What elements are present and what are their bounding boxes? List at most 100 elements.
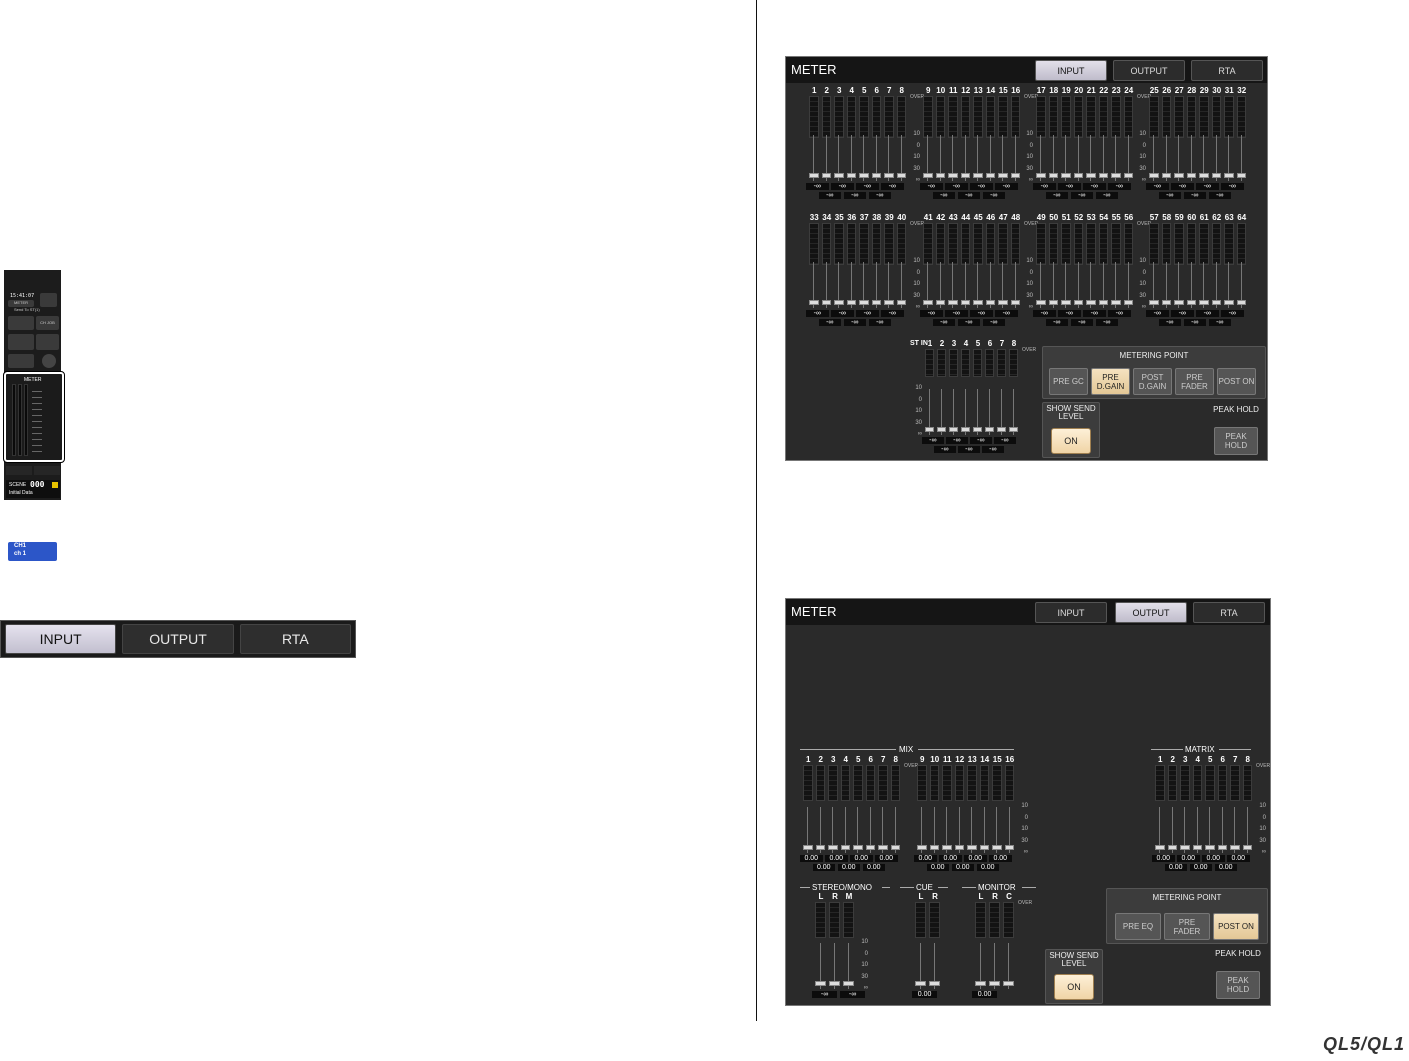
tab-rta[interactable]: RTA [1191,60,1263,81]
fader-knob[interactable] [846,300,856,305]
fader-knob[interactable] [997,427,1006,432]
fader-knob[interactable] [878,845,888,850]
fader-knob[interactable] [915,981,926,986]
fader-knob[interactable] [992,845,1002,850]
fader-knob[interactable] [1161,173,1171,178]
fader-knob[interactable] [1199,173,1209,178]
fader-knob[interactable] [846,173,856,178]
fader-knob[interactable] [821,300,831,305]
fader-knob[interactable] [960,173,970,178]
sends-on-fader-button[interactable] [8,316,34,330]
fader-knob[interactable] [1073,173,1083,178]
fader-knob[interactable] [843,981,854,986]
fader-knob[interactable] [1155,845,1165,850]
fader-knob[interactable] [929,845,939,850]
fader-knob[interactable] [840,845,850,850]
fader-knob[interactable] [1217,845,1227,850]
library-button[interactable] [8,334,34,350]
pre-gc-button[interactable]: PRE GC [1049,368,1088,395]
fader-knob[interactable] [960,300,970,305]
fader-knob[interactable] [896,173,906,178]
tab-output[interactable]: OUTPUT [1115,602,1187,623]
fader-knob[interactable] [1211,300,1221,305]
fader-knob[interactable] [973,173,983,178]
fader-knob[interactable] [1224,173,1234,178]
fader-knob[interactable] [821,173,831,178]
fader-knob[interactable] [973,427,982,432]
mini-button-left[interactable] [6,466,32,475]
fader-knob[interactable] [890,845,900,850]
meter-area-highlight[interactable]: METER [3,371,65,463]
fader-knob[interactable] [1230,845,1240,850]
fader-knob[interactable] [1236,300,1246,305]
fader-knob[interactable] [1174,173,1184,178]
fader-knob[interactable] [989,981,1000,986]
fader-knob[interactable] [925,427,934,432]
fader-knob[interactable] [1180,845,1190,850]
fader-knob[interactable] [1010,173,1020,178]
fader-knob[interactable] [1111,173,1121,178]
fader-knob[interactable] [1123,300,1133,305]
fader-knob[interactable] [1236,173,1246,178]
fader-knob[interactable] [975,981,986,986]
selected-channel-box[interactable]: CH1 ch 1 [8,542,57,561]
fader-knob[interactable] [871,173,881,178]
tab-rta[interactable]: RTA [1193,602,1265,623]
fader-knob[interactable] [937,427,946,432]
setup-button[interactable] [42,354,56,368]
tab-output[interactable]: OUTPUT [1113,60,1185,81]
post-dgain-button[interactable]: POST D.GAIN [1133,368,1172,395]
fader-knob[interactable] [859,300,869,305]
fader-knob[interactable] [979,845,989,850]
fader-knob[interactable] [1036,173,1046,178]
fader-knob[interactable] [1086,173,1096,178]
fader-knob[interactable] [1036,300,1046,305]
fader-knob[interactable] [923,173,933,178]
fader-knob[interactable] [967,845,977,850]
fader-knob[interactable] [1186,300,1196,305]
fader-knob[interactable] [865,845,875,850]
scene-display[interactable]: SCENE 000 Initial Data [6,480,60,498]
fader-knob[interactable] [803,845,813,850]
tab-input[interactable]: INPUT [1035,602,1107,623]
fader-knob[interactable] [1123,173,1133,178]
fader-knob[interactable] [948,173,958,178]
fader-knob[interactable] [1061,300,1071,305]
fader-knob[interactable] [1010,300,1020,305]
fader-knob[interactable] [1192,845,1202,850]
fader-knob[interactable] [935,173,945,178]
fader-knob[interactable] [985,173,995,178]
fader-knob[interactable] [923,300,933,305]
fader-knob[interactable] [1086,300,1096,305]
post-on-button[interactable]: POST ON [1213,913,1259,940]
fader-knob[interactable] [834,173,844,178]
peak-hold-button[interactable]: PEAK HOLD [1214,427,1258,455]
ch-job-button[interactable]: CH JOB [36,316,59,330]
fader-knob[interactable] [809,173,819,178]
fader-knob[interactable] [1003,981,1014,986]
mini-button-right[interactable] [34,466,60,475]
fader-knob[interactable] [973,300,983,305]
fader-knob[interactable] [935,300,945,305]
show-send-level-on-button[interactable]: ON [1054,974,1094,1000]
fader-knob[interactable] [948,300,958,305]
pre-dgain-button[interactable]: PRE D.GAIN [1091,368,1130,395]
fader-knob[interactable] [884,300,894,305]
fader-knob[interactable] [1098,173,1108,178]
fader-knob[interactable] [809,300,819,305]
tab-output[interactable]: OUTPUT [122,624,234,654]
fader-knob[interactable] [1205,845,1215,850]
help-button[interactable] [36,334,59,350]
fader-knob[interactable] [998,173,1008,178]
tab-input[interactable]: INPUT [1035,60,1107,81]
fader-knob[interactable] [1098,300,1108,305]
fader-knob[interactable] [1167,845,1177,850]
fader-knob[interactable] [815,981,826,986]
fader-knob[interactable] [1061,173,1071,178]
pre-fader-button[interactable]: PRE FADER [1164,913,1210,940]
fader-knob[interactable] [1073,300,1083,305]
fader-knob[interactable] [961,427,970,432]
fader-knob[interactable] [828,845,838,850]
show-send-level-on-button[interactable]: ON [1051,428,1091,454]
fader-knob[interactable] [1199,300,1209,305]
